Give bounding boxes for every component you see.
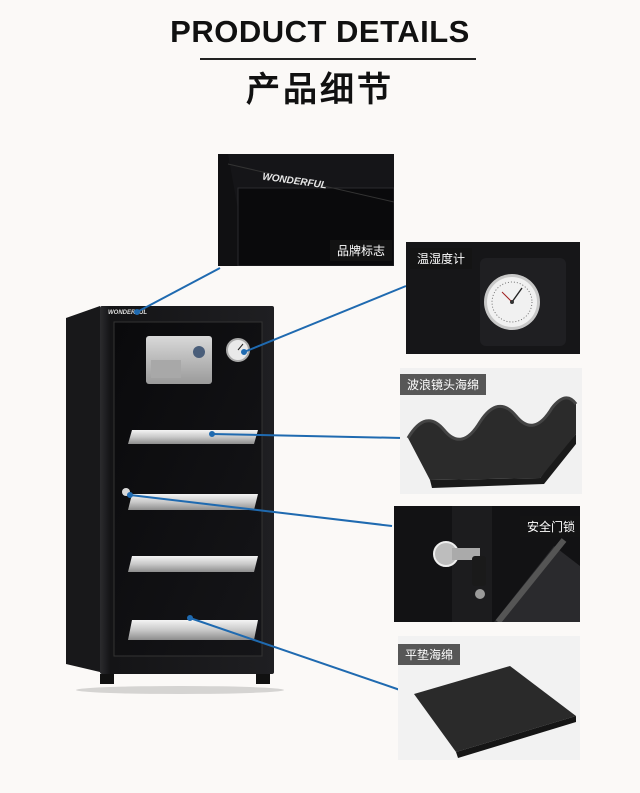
detail-panel-lock: 安全门锁 [394, 506, 580, 622]
detail-panel-flat-sponge: 平垫海绵 [398, 636, 580, 760]
detail-label-brand: 品牌标志 [330, 240, 393, 261]
detail-label-flat-sponge: 平垫海绵 [398, 644, 461, 665]
detail-panel-wave-sponge: 波浪镜头海绵 [400, 368, 582, 494]
detail-panel-brand: WONDERFUL 品牌标志 [218, 154, 394, 266]
wave-sponge-image [400, 368, 582, 494]
detail-label-hygrometer: 温湿度计 [410, 248, 473, 269]
title-zh: 产品细节 [246, 70, 394, 110]
brand-closeup-image [218, 154, 394, 266]
hygrometer-closeup-image [406, 242, 580, 354]
title-divider [200, 58, 476, 60]
cabinet-logo: WONDERFUL [108, 310, 147, 316]
detail-label-wave-sponge: 波浪镜头海绵 [400, 374, 487, 395]
title-en: PRODUCT DETAILS [170, 14, 470, 49]
detail-panel-hygrometer: 温湿度计 [406, 242, 580, 354]
detail-label-lock: 安全门锁 [520, 516, 580, 537]
